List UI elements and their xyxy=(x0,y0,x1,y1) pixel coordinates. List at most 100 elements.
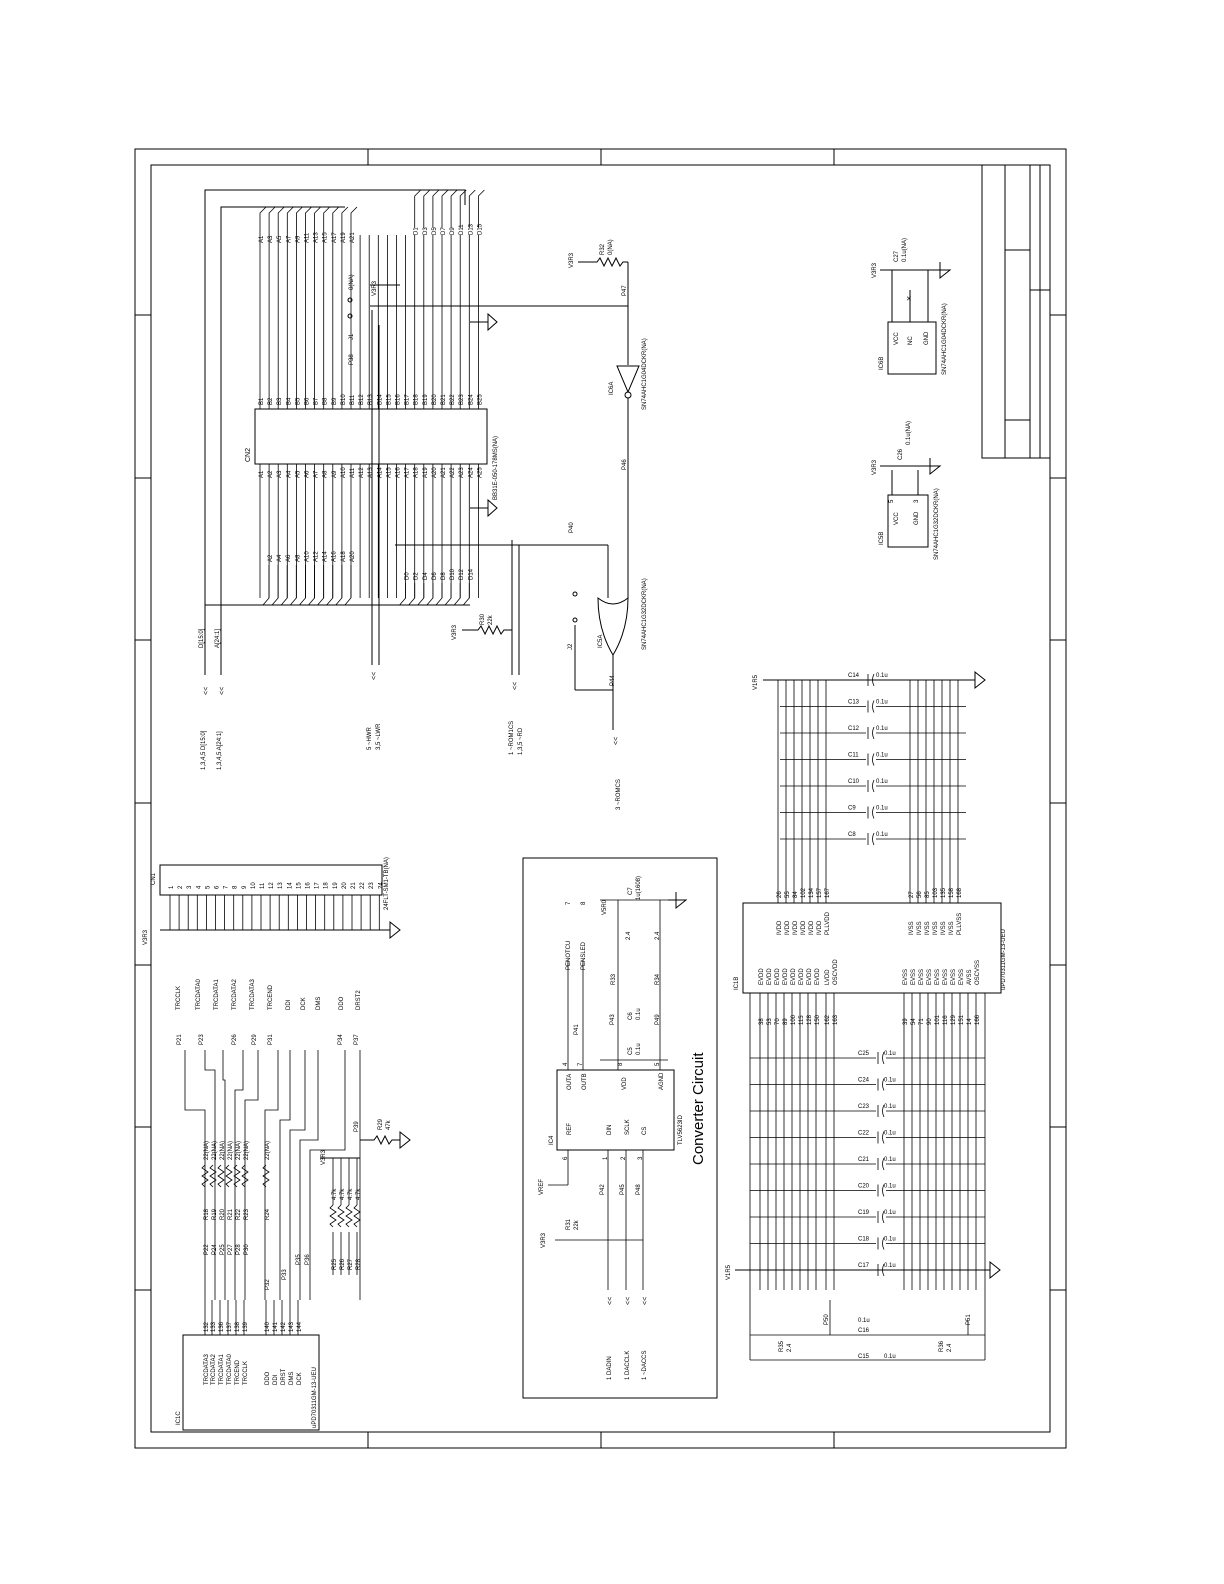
data-bottom-lead xyxy=(408,583,416,606)
hwr-label: 5 ~HWR xyxy=(367,726,373,750)
ic1b-evss-pin: 71 xyxy=(919,1018,925,1025)
ic1c-pin: 136 xyxy=(219,1321,225,1332)
ic1b-ivdd-pin: 157 xyxy=(817,887,823,898)
ic1b-ivdd-label: IVDD xyxy=(777,920,783,935)
cn1-pin-number: 20 xyxy=(342,882,348,889)
ic1b-evss-label: EVSS xyxy=(903,969,909,985)
cap-val: 0.1u xyxy=(884,1263,896,1269)
resistor-symbol xyxy=(233,1164,241,1188)
ic1b-evdd-pin: 70 xyxy=(775,1018,781,1025)
r29-val: 47k xyxy=(386,1119,392,1130)
cn2-a-pin: A16 xyxy=(396,467,402,478)
ground-symbol xyxy=(470,312,498,332)
cn2-a-pin: A17 xyxy=(405,467,411,478)
address-top-lead xyxy=(268,206,276,235)
address-top-label: A13 xyxy=(314,232,320,243)
cn2-b-pin: B9 xyxy=(332,397,338,405)
data-top-lead xyxy=(441,189,449,228)
capacitor-symbol xyxy=(867,779,875,793)
cn1-pin-number: 2 xyxy=(178,885,184,889)
ic1b-ivss-pin: 85 xyxy=(925,891,931,898)
ic1b-ivdd-label: IVDD xyxy=(809,920,815,935)
ic1b-part: uPD70311GM-13-UEU xyxy=(1001,929,1007,990)
address-bottom-label: A12 xyxy=(314,551,320,562)
cn1-probe-label: P34 xyxy=(338,1034,344,1045)
data-bottom-label: D10 xyxy=(450,568,456,580)
bus-a-ref: 1,3,4,5 A[24:1] xyxy=(217,731,223,770)
ic1b-ivss-label: IVSS xyxy=(941,921,947,935)
ic1c-resistor-val: 22(NA) xyxy=(212,1141,218,1160)
ic4-body xyxy=(556,1069,675,1151)
cap-val: 0.1u xyxy=(884,1157,896,1163)
ic1b-evdd-pin: 115 xyxy=(799,1015,805,1025)
ic4-right-pin: VDD xyxy=(622,1077,628,1090)
ic1b-evss-pin: 54 xyxy=(911,1018,917,1025)
data-top-label: D13 xyxy=(468,223,474,235)
ic1b-pin-leads xyxy=(759,680,977,1290)
ic1b-pin-labels: 38EVDD53EVDD70EVDD89EVDD100EVDD115EVDD12… xyxy=(759,887,981,1025)
r29-ref: R29 xyxy=(378,1118,384,1130)
c16-ref: C16 xyxy=(858,1328,870,1334)
data-bottom-lead xyxy=(462,583,470,606)
resistor-symbol xyxy=(201,1164,209,1188)
cn2-a-pin: A15 xyxy=(386,467,392,478)
cap-val: 0.1u xyxy=(876,726,888,732)
bus-a-label: A[24:1] xyxy=(215,629,221,648)
address-bottom-lead xyxy=(271,565,279,606)
converter-box xyxy=(522,857,718,1399)
resistor-symbol xyxy=(217,1164,225,1188)
address-bottom-lead xyxy=(344,565,352,606)
capacitor-symbol xyxy=(877,1184,885,1197)
cn1-probe-label: P21 xyxy=(177,1034,183,1045)
ic1c-pin: 143 xyxy=(289,1321,295,1332)
ic4-pin-number: 7 xyxy=(578,1062,584,1066)
ic5b-part: SN74AHC1G32DCKR(NA) xyxy=(934,488,940,560)
cn2-a-pin: A14 xyxy=(377,467,383,478)
ic1c-resistor-val: 22(NA) xyxy=(220,1141,226,1160)
capacitor-symbol xyxy=(877,1237,885,1250)
r35-ref: R35 xyxy=(779,1340,785,1352)
data-top-lead xyxy=(450,189,458,228)
ic1c-resistor-val: 22(NA) xyxy=(265,1141,271,1160)
cap-ref: C12 xyxy=(848,726,860,732)
address-top-label: A3 xyxy=(268,235,274,243)
out-a-ref: 7 xyxy=(566,901,572,905)
ic1b-ivss-pin: 56 xyxy=(917,891,923,898)
cap-val: 0.1u xyxy=(884,1237,896,1243)
ic4-left-pin: REF xyxy=(567,1123,573,1135)
cn1-pin-number: 12 xyxy=(269,882,275,889)
cap-ref: C20 xyxy=(858,1184,870,1190)
address-bottom-label: A2 xyxy=(268,554,274,562)
cn1-signal-label: TRCDATA3 xyxy=(250,979,256,1010)
vref-label: VREF xyxy=(539,1179,545,1195)
ic4-pin-number: 6 xyxy=(563,1156,569,1160)
pullup-ref: R25 xyxy=(332,1258,338,1270)
cap-ref: C22 xyxy=(858,1131,870,1137)
ic1c-signal: DDI xyxy=(273,1374,279,1385)
ic1c-signal: TRCDATA1 xyxy=(219,1354,225,1385)
pullup-val: 4.7k xyxy=(340,1188,346,1200)
ic1b-evdd-pin: 38 xyxy=(759,1018,765,1025)
converter-probe: P48 xyxy=(636,1184,642,1195)
cap-ref: C10 xyxy=(848,779,860,785)
address-bus-line xyxy=(220,206,345,675)
address-bottom-label: A4 xyxy=(277,554,283,562)
bus-arrow-d: << xyxy=(203,687,210,695)
ic1c-signal: DDO xyxy=(265,1371,271,1385)
p44-probe: P44 xyxy=(610,675,616,686)
cap-val: 0.1u xyxy=(884,1131,896,1137)
address-top-lead xyxy=(341,206,349,235)
ic1c-pin: 141 xyxy=(273,1321,279,1332)
ic1c-probe: P35 xyxy=(296,1254,302,1265)
address-top-label: A15 xyxy=(323,232,329,243)
cn1-pin-number: 13 xyxy=(278,882,284,889)
capacitor-symbol xyxy=(877,1131,885,1144)
ic1b-ivss-pin: 103 xyxy=(933,887,939,898)
data-bottom-lead xyxy=(399,583,406,606)
cn2-ref: CN2 xyxy=(245,448,252,462)
ic1c-pin: 137 xyxy=(227,1321,233,1332)
